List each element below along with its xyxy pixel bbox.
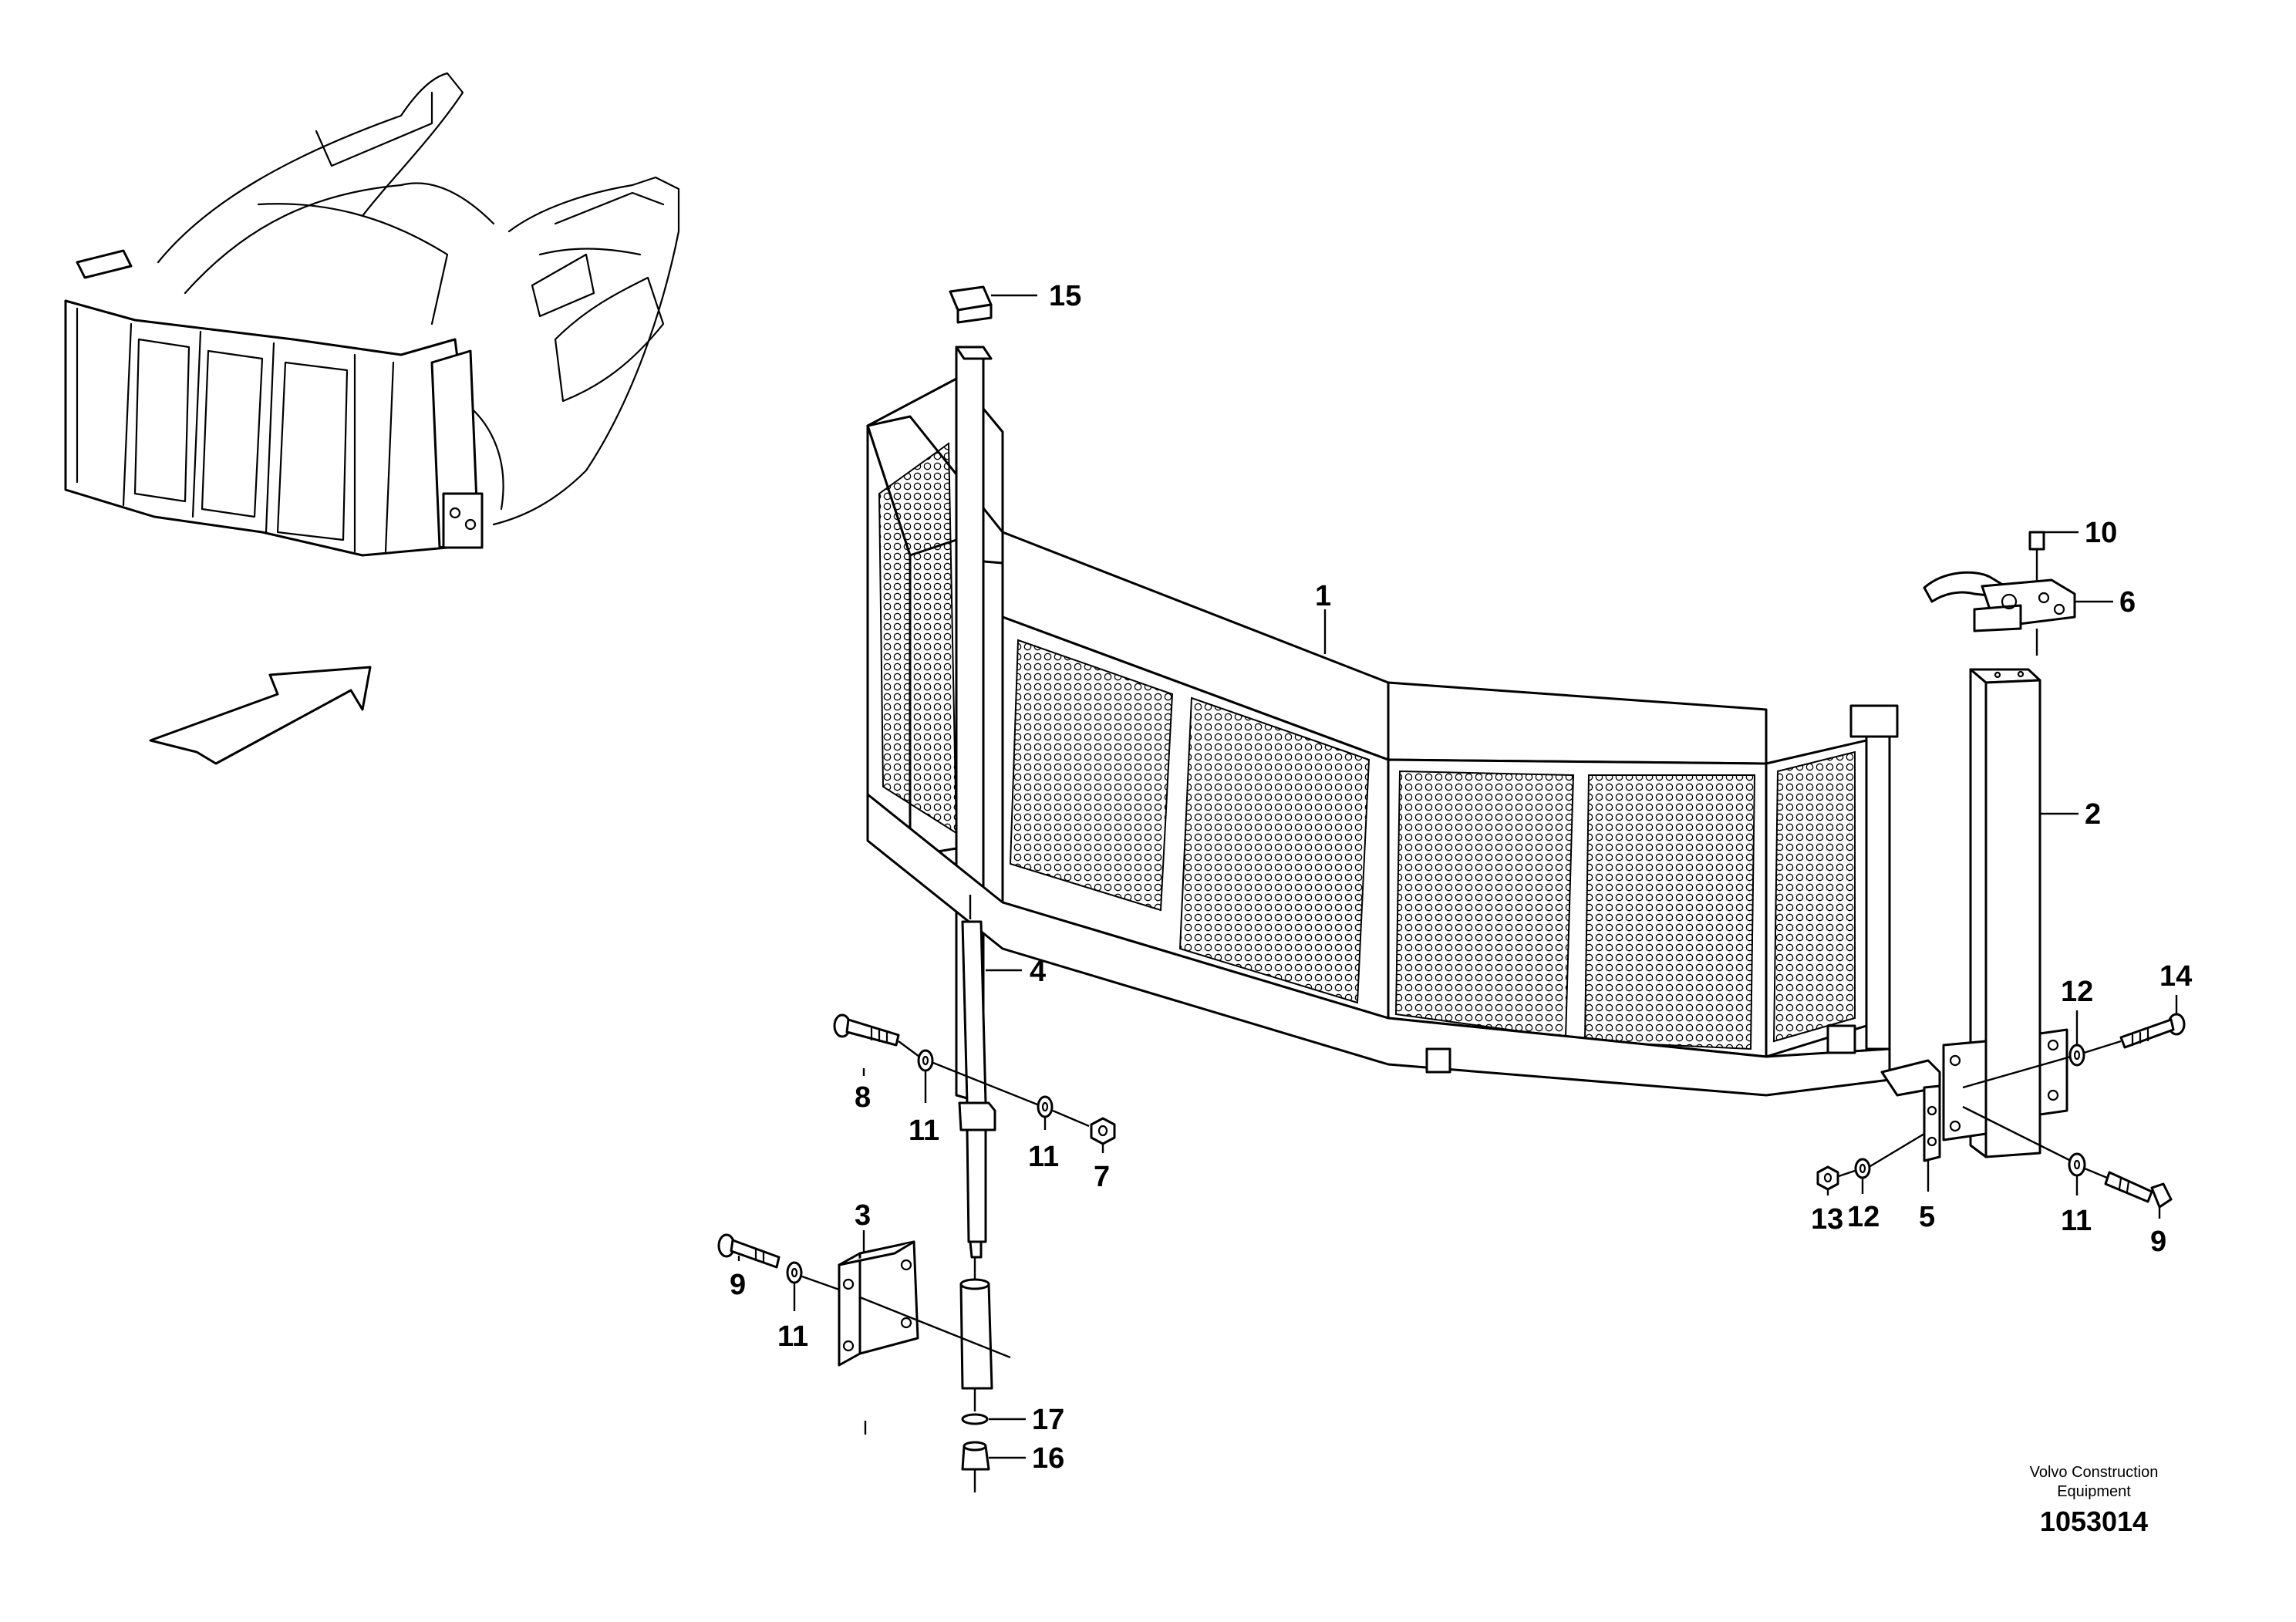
callout-9-right: 9 [2150,1226,2166,1258]
callout-3: 3 [855,1199,871,1232]
callout-12-a: 12 [2061,976,2093,1008]
callout-11-a: 11 [909,1114,939,1147]
washer-part-11-right [2068,1152,2086,1177]
callout-13: 13 [1811,1203,1843,1236]
callout-4: 4 [1030,956,1046,988]
guard-frame-part-1 [866,346,1899,1104]
callout-9-left: 9 [730,1269,746,1301]
callout-16: 16 [1032,1442,1064,1475]
callout-8: 8 [855,1081,871,1114]
bolt-part-9-left [717,1233,781,1269]
company-name-line-1: Volvo Construction [2030,1464,2159,1481]
overview-hood-illustration [64,72,680,557]
callout-leaders [737,294,2178,1459]
washer-part-12-right [2068,1044,2085,1067]
callout-11-c: 11 [777,1320,808,1353]
latch-part-6 [1923,571,2076,632]
bolt-part-8 [833,1013,900,1047]
callout-11-d: 11 [2061,1205,2092,1237]
callout-10: 10 [2085,517,2117,549]
callout-5: 5 [1919,1201,1935,1233]
nut-part-7 [1090,1117,1116,1145]
washer-part-12-left [1854,1158,1871,1179]
washer-part-11-upper-left [917,1049,934,1072]
view-direction-arrow-icon [149,666,372,765]
callout-1: 1 [1315,580,1331,612]
callout-17: 17 [1032,1404,1064,1436]
post-part-2 [1942,668,2068,1158]
callout-6: 6 [2119,586,2136,619]
hinge-pin-part-4 [958,895,996,1492]
bracket-part-5 [1880,1059,1941,1162]
callout-11-b: 11 [1028,1141,1059,1173]
cap-part-15 [949,285,993,324]
callout-12-b: 12 [1847,1201,1880,1233]
callout-7: 7 [1094,1161,1110,1193]
bracket-part-3 [838,1240,919,1367]
callout-2: 2 [2085,798,2101,831]
washer-part-11-lower [786,1261,803,1284]
nut-part-13 [1816,1165,1839,1191]
callout-14: 14 [2159,960,2192,993]
bolt-part-14 [2119,1013,2186,1049]
callout-15: 15 [1049,280,1081,312]
washer-part-11-upper-right [1037,1095,1054,1118]
bolt-part-9-right [2104,1171,2173,1209]
drawing-number: 1053014 [2040,1506,2148,1537]
company-name-line-2: Equipment [2057,1483,2131,1500]
